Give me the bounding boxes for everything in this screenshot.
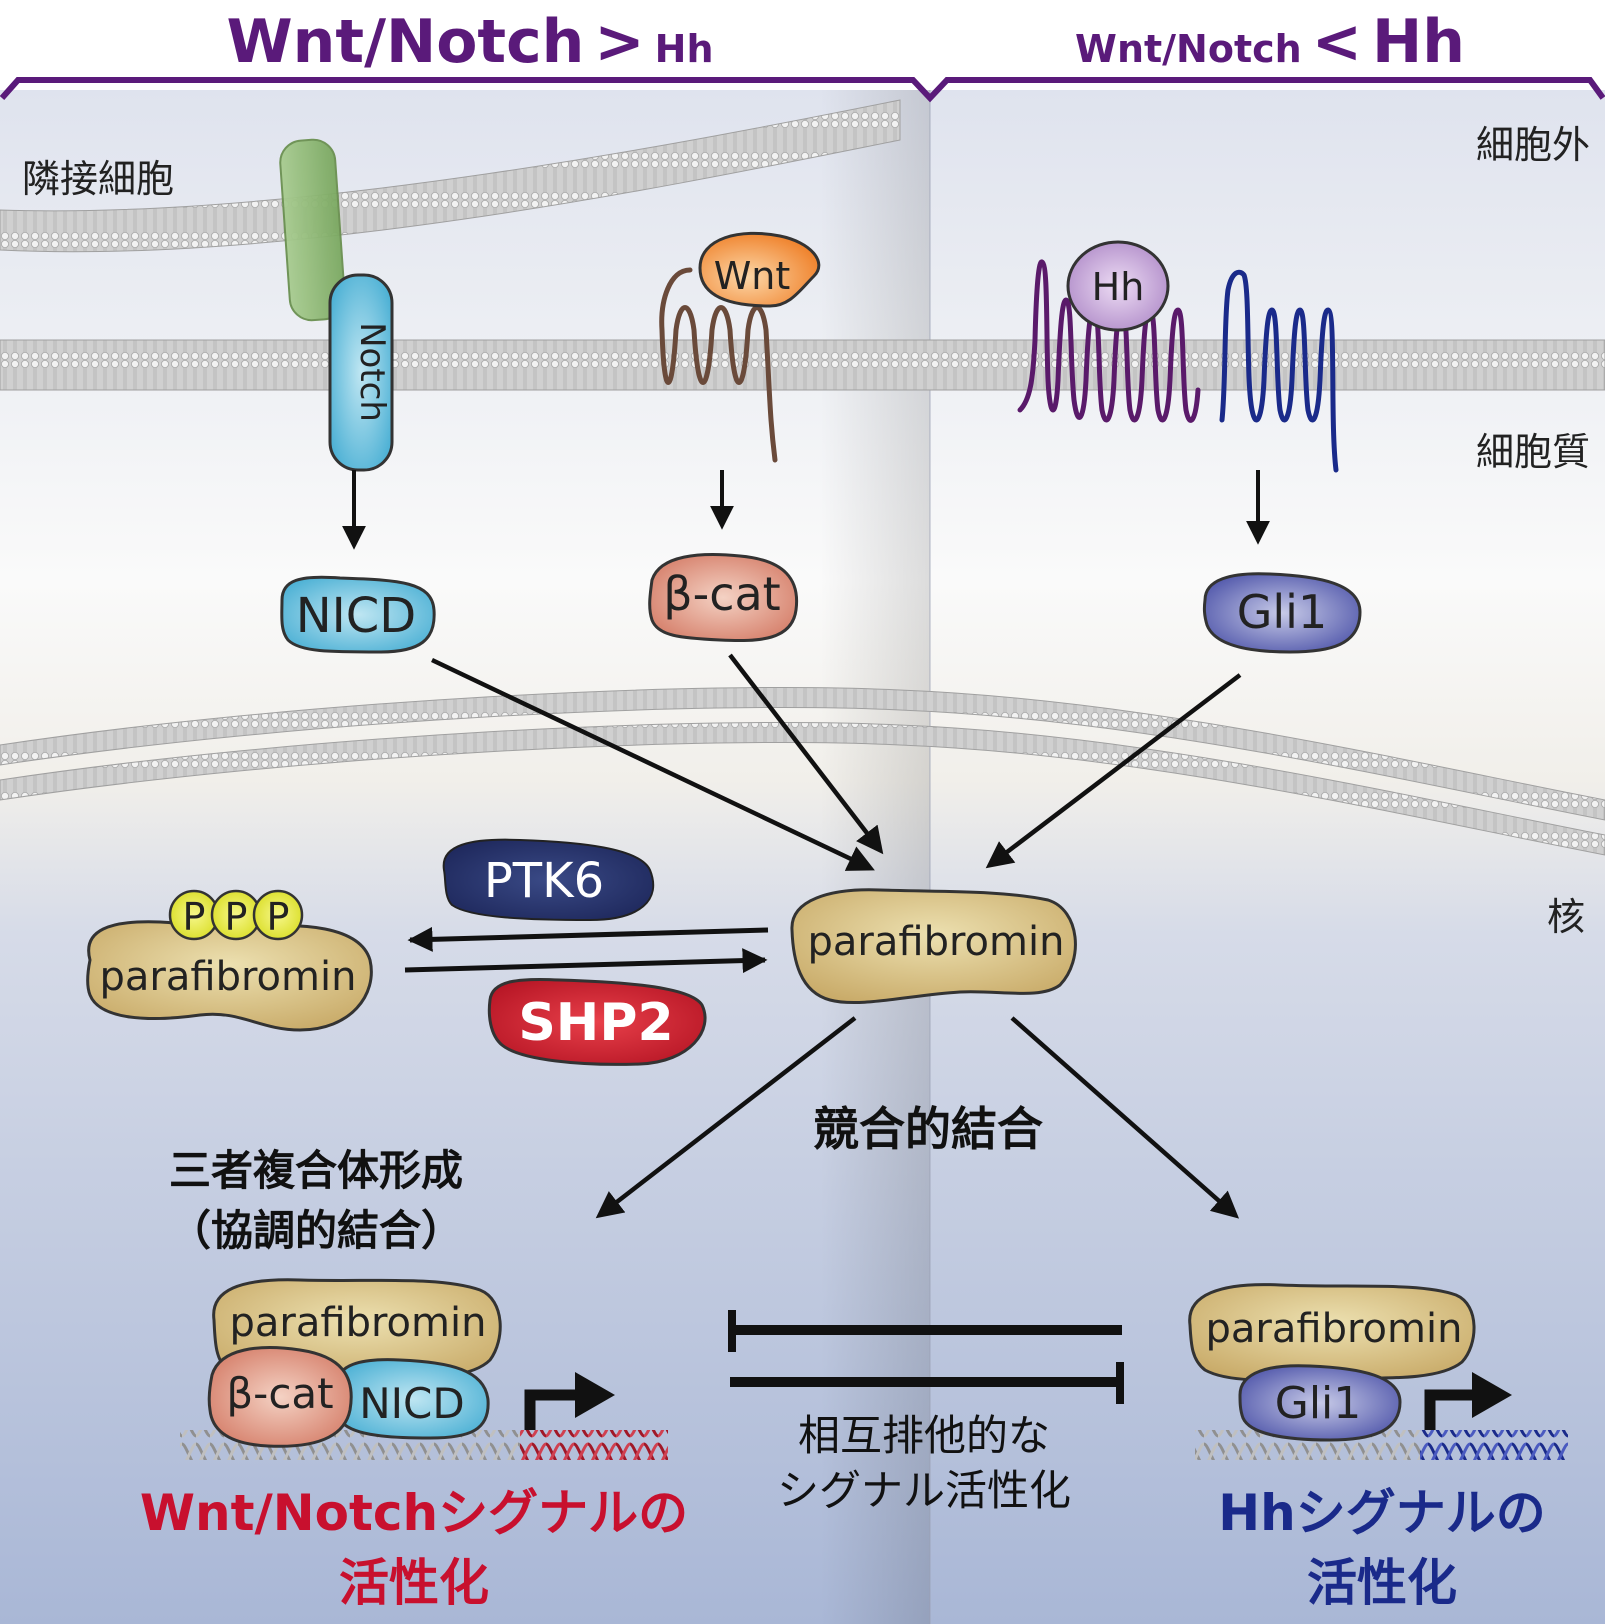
notch-label: Notch [352, 322, 392, 422]
wnt-label: Wnt [714, 254, 791, 298]
left-tss-arrowhead [575, 1372, 615, 1418]
phospho-label-2: P [225, 895, 248, 939]
bcat-protein [648, 553, 799, 643]
center-parafibromin-label: parafibromin [808, 919, 1065, 965]
arrow-to-right-complex [1010, 1016, 1240, 1219]
right-complex-parafibromin [1188, 1283, 1476, 1382]
label-cytoplasm: 細胞質 [1476, 430, 1590, 474]
right-result-1: Hhシグナルの [1218, 1484, 1545, 1542]
mutual-label-1: 相互排他的な [798, 1411, 1050, 1460]
left-complex-bcat-label: β-cat [226, 1369, 333, 1418]
label-nucleus: 核 [1547, 895, 1585, 939]
competitive-binding-label: 競合的結合 [813, 1102, 1043, 1156]
right-complex-gli1-label: Gli1 [1275, 1378, 1362, 1429]
arrow-nicd-parafibromin [431, 657, 875, 871]
mutual-label-2: シグナル活性化 [777, 1466, 1071, 1515]
notch-receptor [328, 273, 394, 472]
notch-ligand [279, 138, 346, 322]
center-parafibromin [790, 888, 1077, 1005]
label-neighbor-cell: 隣接細胞 [22, 157, 174, 201]
left-tss-arrow [524, 1389, 585, 1430]
plasma-membrane [0, 339, 1605, 391]
right-dna-active [1420, 1430, 1568, 1460]
left-complex-parafibromin-label: parafibromin [230, 1300, 487, 1346]
shp2-label: SHP2 [518, 993, 673, 1053]
arrow-to-dephospho [404, 948, 768, 974]
right-result-2: 活性化 [1307, 1554, 1457, 1612]
nicd-protein [280, 575, 436, 654]
left-dna-active [520, 1430, 668, 1460]
left-complex-nicd-label: NICD [359, 1379, 464, 1428]
hh-ligand [1066, 240, 1170, 332]
fold-shade [820, 90, 930, 1624]
gli1-protein [1202, 572, 1362, 654]
header-left: Wnt/Notch>Hh [226, 7, 713, 77]
phospho-circle-3 [252, 889, 304, 941]
arrow-gli1-parafibromin [985, 673, 1242, 869]
shp2-protein [487, 977, 707, 1066]
left-complex-title-1: 三者複合体形成 [169, 1146, 463, 1195]
hh-label: Hh [1092, 265, 1145, 309]
arrow-bcat-parafibromin [728, 653, 884, 855]
nuclear-envelope-inner [0, 721, 1605, 856]
right-tss-arrowhead [1472, 1372, 1512, 1418]
left-result-1: Wnt/Notchシグナルの [140, 1484, 688, 1542]
left-complex-title-2: （協調的結合） [169, 1206, 463, 1255]
label-extracellular: 細胞外 [1476, 123, 1590, 167]
phospho-label-3: P [267, 895, 290, 939]
right-tss-arrow [1424, 1389, 1480, 1430]
wnt-ligand [698, 231, 821, 308]
nicd-label: NICD [296, 588, 417, 644]
left-complex-bcat [207, 1346, 353, 1448]
frizzled-receptor [659, 267, 778, 463]
header-bracket [0, 77, 1605, 103]
right-complex-parafibromin-label: parafibromin [1206, 1306, 1463, 1352]
arrow-to-left-complex [595, 1016, 857, 1219]
bcat-label: β-cat [663, 567, 780, 621]
ptk6-label: PTK6 [484, 853, 604, 909]
patched-receptor [1017, 259, 1201, 423]
gli1-label: Gli1 [1237, 585, 1327, 639]
nuclear-envelope-outer [0, 686, 1605, 821]
arrow-to-phospho [407, 926, 769, 952]
right-complex-gli1 [1238, 1364, 1402, 1442]
header-right: Wnt/Notch<Hh [1075, 7, 1465, 77]
left-result-2: 活性化 [339, 1554, 489, 1612]
phospho-label-1: P [183, 895, 206, 939]
smoothened-receptor [1219, 269, 1339, 473]
ptk6-protein [442, 838, 655, 922]
phospho-parafibromin-label: parafibromin [100, 954, 357, 1000]
